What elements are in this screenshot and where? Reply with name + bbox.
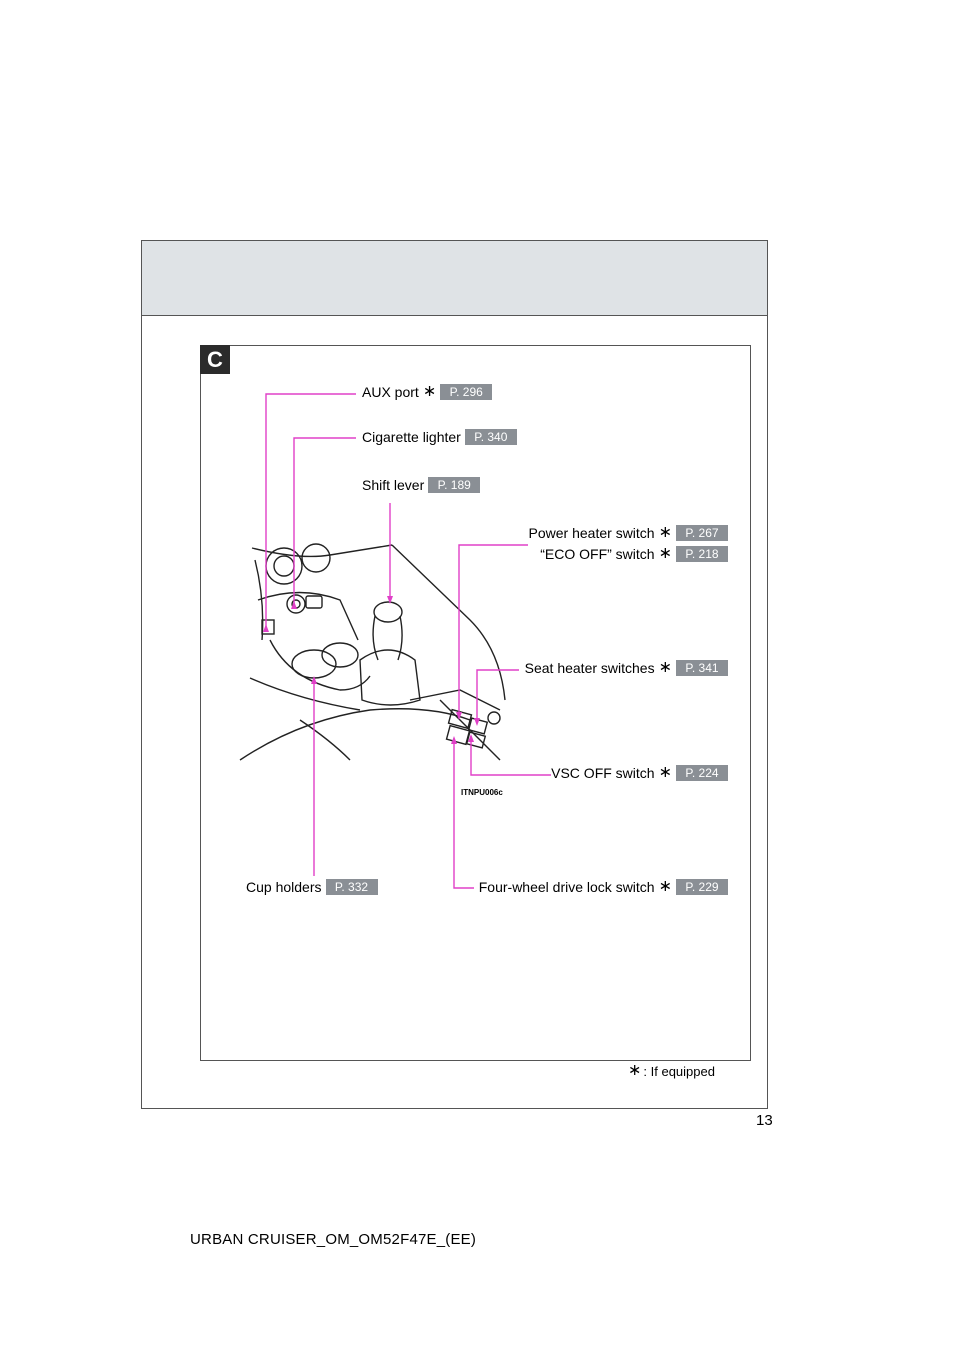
callout-label: Four-wheel drive lock switch (478, 879, 655, 895)
page-ref-badge[interactable]: P. 224 (676, 765, 728, 781)
asterisk-icon: ∗ (658, 545, 672, 562)
document-code: URBAN CRUISER_OM_OM52F47E_(EE) (190, 1231, 477, 1248)
asterisk-icon: ∗ (658, 764, 672, 781)
callout-label: AUX port (362, 384, 419, 400)
asterisk-icon: ∗ (658, 659, 672, 676)
page-frame (141, 240, 768, 1109)
callout-eco-off-switch: “ECO OFF” switch ∗ P. 218 (540, 546, 728, 562)
asterisk-icon: ∗ (658, 878, 672, 895)
asterisk-icon: ∗ (658, 524, 672, 541)
header-band (142, 241, 767, 316)
callout-label: Seat heater switches (524, 660, 655, 676)
callout-power-heater-switch: Power heater switch ∗ P. 267 (529, 525, 728, 541)
callout-seat-heater-switches: Seat heater switches ∗ P. 341 (525, 660, 728, 676)
callout-cigarette-lighter: Cigarette lighter P. 340 (362, 429, 517, 445)
callout-label: Power heater switch (528, 525, 655, 541)
footnote: ∗ : If equipped (628, 1063, 715, 1079)
callout-shift-lever: Shift lever P. 189 (362, 477, 481, 493)
page-ref-badge[interactable]: P. 296 (440, 384, 493, 400)
page-ref-badge[interactable]: P. 340 (464, 429, 517, 445)
section-tab: C (200, 345, 230, 374)
page-ref-badge[interactable]: P. 267 (676, 525, 728, 541)
page-ref-badge[interactable]: P. 341 (676, 660, 728, 676)
callout-label: Cigarette lighter (362, 429, 461, 445)
callout-cup-holders: Cup holders P. 332 (246, 879, 378, 895)
footnote-text: : If equipped (643, 1063, 715, 1079)
callout-label: Cup holders (246, 879, 322, 895)
callout-label: Shift lever (362, 477, 425, 493)
callout-label: VSC OFF switch (551, 765, 655, 781)
page-ref-badge[interactable]: P. 189 (428, 477, 481, 493)
page-ref-badge[interactable]: P. 218 (676, 546, 728, 562)
callout-label: “ECO OFF” switch (540, 546, 655, 562)
figure-code: ITNPU006c (461, 788, 503, 797)
page-ref-badge[interactable]: P. 332 (325, 879, 378, 895)
asterisk-icon: ∗ (422, 383, 437, 400)
asterisk-icon: ∗ (628, 1062, 642, 1079)
page-number: 13 (756, 1112, 773, 1129)
callout-aux-port: AUX port ∗ P. 296 (362, 383, 493, 400)
callout-four-wheel-drive-lock-switch: Four-wheel drive lock switch ∗ P. 229 (479, 879, 728, 895)
page-ref-badge[interactable]: P. 229 (676, 879, 728, 895)
callout-vsc-off-switch: VSC OFF switch ∗ P. 224 (551, 765, 728, 781)
section-box (200, 345, 751, 1061)
